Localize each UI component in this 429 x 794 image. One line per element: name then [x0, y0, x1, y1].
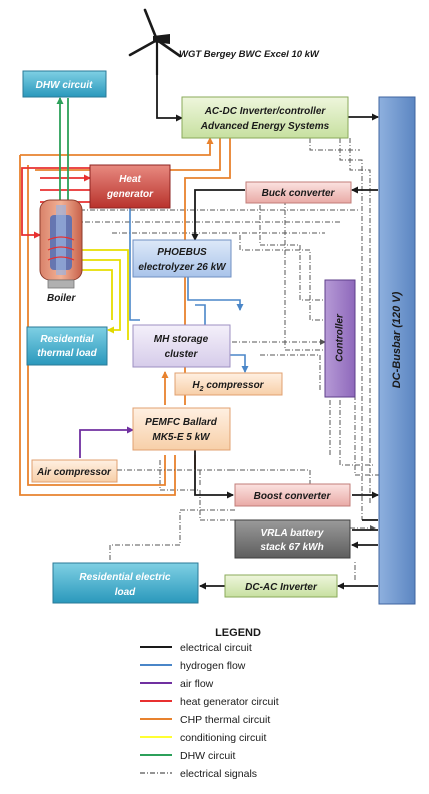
- ac-dc-inverter-line2: Advanced Energy Systems: [200, 121, 330, 132]
- residential-electric-line1: Residential electric: [79, 572, 171, 583]
- boost-converter-label: Boost converter: [254, 491, 332, 502]
- dhw-circuit-label: DHW circuit: [36, 80, 93, 91]
- hydrogen-flow-lines: [126, 199, 249, 373]
- residential-thermal-line1: Residential: [40, 334, 94, 345]
- legend-item: electrical signals: [140, 768, 257, 780]
- legend-item: DHW circuit: [140, 750, 235, 762]
- heat-generator-line2: generator: [106, 189, 154, 200]
- air-compressor-block: [31, 459, 118, 483]
- ac-dc-inverter-line1: AC-DC Inverter/controller: [204, 106, 327, 117]
- buck-converter-label: Buck converter: [262, 188, 336, 199]
- residential-electric-line2: load: [115, 587, 136, 598]
- h2-compressor-label: H2 compressor: [192, 380, 264, 393]
- turbine-label: WGT Bergey BWC Excel 10 kW: [179, 49, 320, 60]
- chp-thermal-lines: [19, 137, 231, 496]
- boost-converter-block: [234, 483, 351, 507]
- pemfc-line1: PEMFC Ballard: [145, 417, 218, 428]
- legend: LEGEND electrical circuit hydrogen flow ai…: [140, 627, 279, 780]
- dc-ac-inverter-block: [224, 574, 338, 598]
- legend-label: electrical circuit: [180, 642, 252, 654]
- legend-item: air flow: [140, 678, 214, 690]
- buck-converter-block: [245, 181, 352, 204]
- dc-ac-inverter-label: DC-AC Inverter: [245, 582, 318, 593]
- legend-item: heat generator circuit: [140, 696, 279, 708]
- heat-generator-block: [89, 164, 171, 209]
- legend-label: hydrogen flow: [180, 660, 246, 672]
- battery-line2: stack 67 kWh: [260, 542, 323, 553]
- residential-thermal-line2: thermal load: [37, 348, 97, 359]
- h2-compressor-sub: 2: [199, 386, 204, 393]
- legend-label: conditioning circuit: [180, 732, 266, 744]
- legend-label: CHP thermal circuit: [180, 714, 270, 726]
- legend-item: CHP thermal circuit: [140, 714, 270, 726]
- pemfc-block: [132, 407, 231, 451]
- dc-busbar-block: [378, 96, 416, 605]
- legend-label: DHW circuit: [180, 750, 235, 762]
- wind-turbine-icon: [128, 8, 182, 75]
- mh-storage-line2: cluster: [165, 349, 199, 360]
- battery-block: [234, 519, 351, 559]
- ac-dc-inverter-block: [181, 96, 349, 139]
- residential-electric-block: [52, 562, 199, 604]
- legend-label: air flow: [180, 678, 214, 690]
- legend-item: hydrogen flow: [140, 660, 246, 672]
- boiler-icon: [39, 199, 83, 289]
- mh-storage-block: [132, 324, 231, 368]
- pemfc-line2: MK5-E 5 kW: [152, 432, 211, 443]
- dhw-lines: [56, 97, 69, 200]
- h2-compressor-block: [174, 372, 283, 396]
- battery-line1: VRLA battery: [261, 528, 324, 539]
- h2-compressor-prefix: H: [192, 380, 200, 391]
- legend-label: electrical signals: [180, 768, 257, 780]
- electrolyzer-line1: PHOEBUS: [157, 247, 207, 258]
- boiler-label: Boiler: [47, 293, 76, 304]
- residential-thermal-block: [26, 326, 108, 366]
- legend-items: electrical circuit hydrogen flow air flow h…: [140, 642, 279, 780]
- dhw-circuit-block: [22, 70, 107, 98]
- legend-label: heat generator circuit: [180, 696, 279, 708]
- heat-generator-line1: Heat: [119, 174, 141, 185]
- legend-item: electrical circuit: [140, 642, 252, 654]
- electrolyzer-block: [132, 239, 232, 278]
- dc-busbar-label: DC-Busbar (120 V): [391, 291, 403, 388]
- mh-storage-line1: MH storage: [154, 334, 209, 345]
- air-flow-lines: [79, 426, 134, 458]
- electrical-signal-lines: [75, 138, 380, 580]
- conditioning-lines: [82, 249, 129, 340]
- electrolyzer-line2: electrolyzer 26 kW: [138, 262, 227, 273]
- controller-block: [324, 279, 356, 398]
- air-compressor-label: Air compressor: [36, 467, 112, 478]
- legend-title: LEGEND: [215, 627, 261, 639]
- h2-compressor-suffix: compressor: [204, 380, 265, 391]
- legend-item: conditioning circuit: [140, 732, 266, 744]
- controller-label: Controller: [335, 313, 346, 362]
- electrical-circuit-lines: [156, 75, 379, 590]
